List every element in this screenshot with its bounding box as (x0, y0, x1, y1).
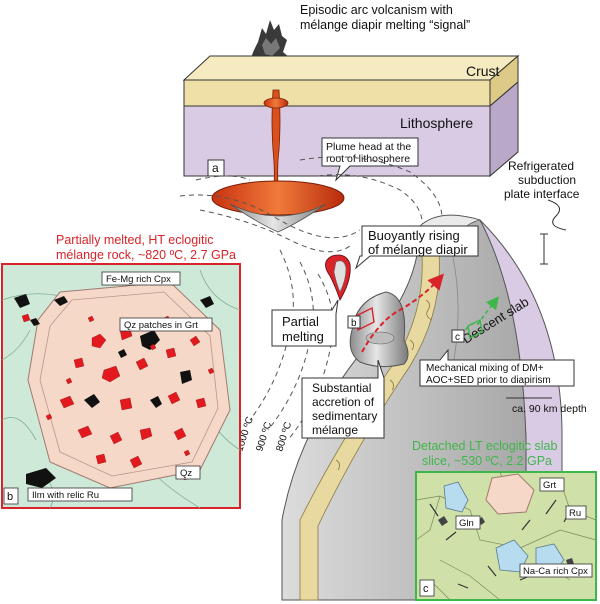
accretion-line2: accretion of (312, 395, 375, 409)
plume-head-line1: Plume head at the (326, 141, 411, 153)
panel-b-title-line2: mélange rock, ~820 ºC, 2.7 GPa (56, 248, 236, 262)
accretion-line3: sedimentary (312, 409, 377, 423)
label-ru: Ru (569, 508, 581, 519)
slab-detach-arrow (461, 296, 499, 337)
crust-label: Crust (466, 63, 500, 79)
label-qz: Qz (180, 468, 192, 479)
iso-900: 900 ºC (254, 421, 274, 453)
partial-line1: Partial (282, 314, 319, 329)
label-qz-patches: Qz patches in Grt (124, 320, 198, 331)
refrig-line3: plate interface (504, 187, 580, 201)
label-grt: Grt (543, 480, 557, 491)
accretion-callout: Substantial accretion of sedimentary mél… (301, 359, 385, 439)
mixing-line2: AOC+SED prior to diapirism (426, 375, 551, 386)
label-fe-mg-cpx: Fe-Mg rich Cpx (106, 274, 171, 285)
panel-b-tag: b (7, 491, 13, 503)
plume-head-callout: Plume head at the root of lithosphere (321, 137, 419, 182)
buoyant-callout: Buoyantly rising of mélange diapir (354, 225, 479, 270)
partial-line2: melting (282, 329, 324, 344)
refrig-line1: Refrigerated (508, 159, 574, 173)
panel-c-title-line2: slice, ~530 ºC, 2.2 GPa (422, 454, 552, 468)
panel-b-title-line1: Partially melted, HT eclogitic (56, 233, 213, 247)
melange-diapir (325, 254, 351, 301)
panel-b: Fe-Mg rich Cpx Qz patches in Grt Qz Ilm … (1, 263, 241, 509)
panel-a-tag-box (207, 159, 225, 177)
mixing-line1: Mechanical mixing of DM+ (426, 363, 544, 374)
label-naca-cpx: Na-Ca rich Cpx (523, 566, 588, 577)
tag-b-box (347, 315, 361, 329)
refrigerated-bracket (540, 199, 567, 265)
label-gln: Gln (459, 518, 474, 529)
panel-c: Grt Gln Ru Na-Ca rich Cpx c (415, 471, 597, 601)
tag-b: b (351, 318, 357, 329)
buoyant-line2: of mélange diapir (368, 242, 468, 257)
title-line1: Episodic arc volcanism with (300, 3, 453, 17)
tag-c: c (455, 332, 460, 343)
mixing-callout: Mechanical mixing of DM+ AOC+SED prior t… (419, 348, 575, 387)
panel-c-tag: c (423, 583, 429, 595)
lithosphere-label: Lithosphere (400, 115, 473, 131)
partial-melting-callout: Partial melting (271, 299, 339, 347)
plume-head (211, 180, 345, 233)
buoyant-line1: Buoyantly rising (368, 228, 460, 243)
panel-c-title-line1: Detached LT eclogitic slab (412, 439, 558, 453)
refrig-line2: subduction (518, 173, 576, 187)
accretion-line4: mélange (312, 423, 358, 437)
melt-path-arrow (361, 273, 444, 353)
panel-a-tag: a (212, 161, 219, 175)
title-line2: mélange diapir melting “signal” (300, 18, 470, 32)
tag-c-box (451, 329, 465, 343)
plume-head-line2: root of lithosphere (326, 153, 410, 165)
panel-c-location-box (467, 318, 483, 340)
label-ilm: Ilm with relic Ru (32, 490, 99, 501)
iso-800: 800 ºC (274, 421, 294, 453)
depth-label: ca. 90 km depth (512, 403, 587, 415)
accretion-line1: Substantial (312, 381, 371, 395)
